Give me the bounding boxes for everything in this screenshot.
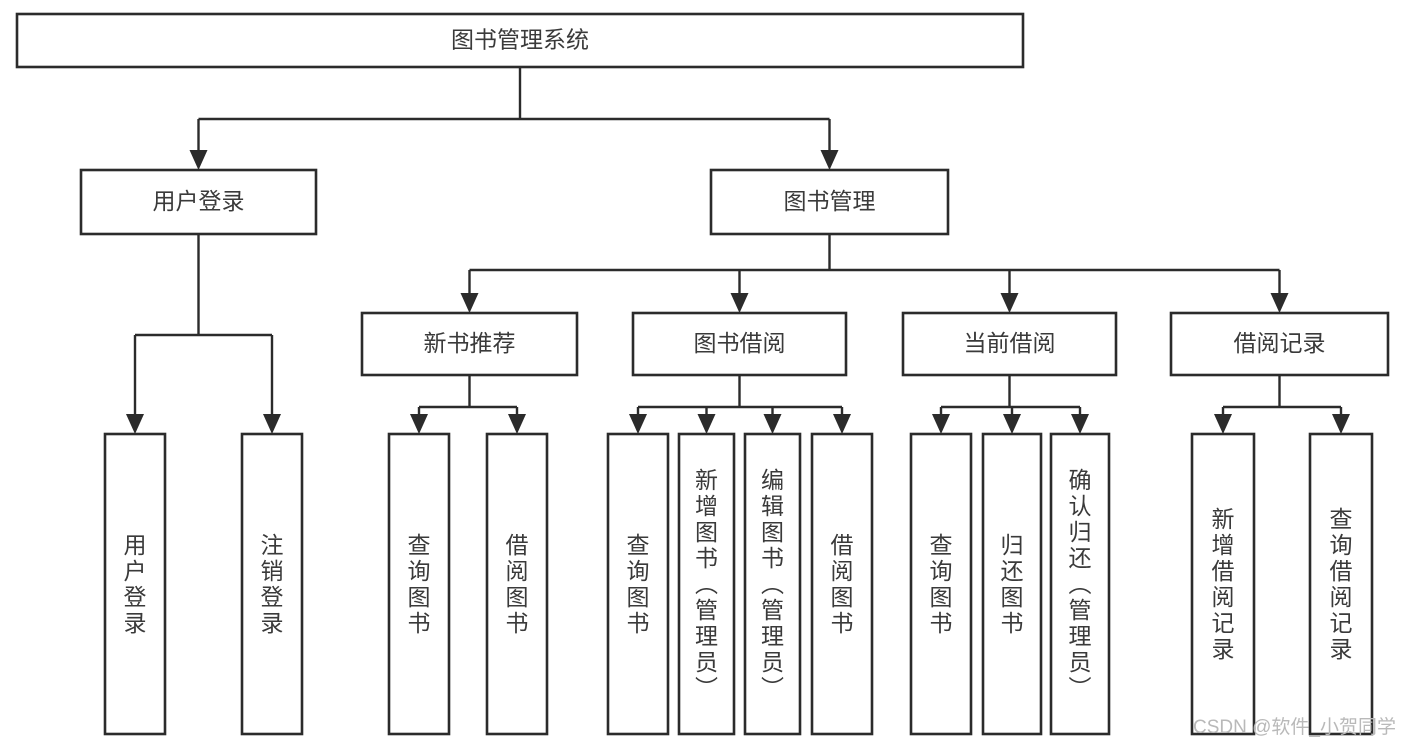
node-box [387, 432, 451, 736]
leaf-node-label: 借阅图书 [831, 532, 854, 636]
leaf-node-label: 借阅图书 [506, 532, 529, 636]
node-box [810, 432, 874, 736]
node-user-login[interactable]: 用户登录 [79, 168, 318, 236]
csdn-watermark: CSDN @软件_小贺同学 [1193, 716, 1396, 738]
node-box [15, 12, 1025, 69]
node-book-manage[interactable]: 图书管理 [709, 168, 950, 236]
nodes-layer: 图书管理系统用户登录图书管理新书推荐图书借阅当前借阅借阅记录用户登录注销登录查询… [15, 12, 1390, 736]
node-new-book-rec[interactable]: 新书推荐 [360, 311, 579, 377]
level3-node-label: 借阅记录 [1234, 330, 1326, 356]
node-box [103, 432, 167, 736]
node-leaf-query-book-2[interactable]: 查询图书 [606, 432, 670, 736]
arrowhead-icon [1071, 414, 1089, 434]
arrowhead-icon [833, 414, 851, 434]
leaf-node-label: 编辑图书︵管理员︶ [761, 467, 784, 701]
node-box [79, 168, 318, 236]
node-leaf-return-book[interactable]: 归还图书 [981, 432, 1043, 736]
leaf-node-label: 确认归还︵管理员︶ [1069, 467, 1092, 701]
leaf-node-label: 归还图书 [1001, 532, 1024, 636]
node-leaf-add-book[interactable]: 新增图书︵管理员︶ [677, 432, 736, 736]
node-leaf-borrow-book-2[interactable]: 借阅图书 [810, 432, 874, 736]
level3-node-label: 图书借阅 [694, 330, 786, 356]
connectors-layer [126, 67, 1350, 434]
node-leaf-edit-book[interactable]: 编辑图书︵管理员︶ [743, 432, 802, 736]
arrowhead-icon [730, 293, 749, 313]
leaf-node-label: 查询图书 [408, 532, 431, 636]
leaf-node-label: 查询图书 [930, 532, 953, 636]
node-box [1169, 311, 1390, 377]
node-root[interactable]: 图书管理系统 [15, 12, 1025, 69]
arrowhead-icon [629, 414, 647, 434]
leaf-node-label: 查询图书 [627, 532, 650, 636]
arrowhead-icon [189, 150, 208, 170]
arrowhead-icon [508, 414, 526, 434]
leaf-node-label: 新增借阅记录 [1212, 506, 1235, 662]
arrowhead-icon [1003, 414, 1021, 434]
node-box [1049, 432, 1111, 736]
node-leaf-borrow-book-1[interactable]: 借阅图书 [485, 432, 549, 736]
arrowhead-icon [263, 414, 281, 434]
leaf-node-label: 用户登录 [124, 532, 147, 636]
node-box [981, 432, 1043, 736]
node-box [1308, 432, 1374, 736]
node-box [709, 168, 950, 236]
arrowhead-icon [1000, 293, 1019, 313]
node-leaf-user-login[interactable]: 用户登录 [103, 432, 167, 736]
leaf-node-label: 新增图书︵管理员︶ [695, 467, 718, 701]
node-current-borrow[interactable]: 当前借阅 [901, 311, 1118, 377]
level2-node-label: 图书管理 [784, 188, 876, 214]
node-box [240, 432, 304, 736]
node-leaf-add-record[interactable]: 新增借阅记录 [1190, 432, 1256, 736]
node-box [743, 432, 802, 736]
node-box [606, 432, 670, 736]
node-book-borrow[interactable]: 图书借阅 [631, 311, 848, 377]
root-node-label: 图书管理系统 [451, 27, 589, 53]
arrowhead-icon [410, 414, 428, 434]
arrowhead-icon [1214, 414, 1232, 434]
arrowhead-icon [932, 414, 950, 434]
node-box [909, 432, 973, 736]
arrowhead-icon [1332, 414, 1350, 434]
node-box [1190, 432, 1256, 736]
node-borrow-record[interactable]: 借阅记录 [1169, 311, 1390, 377]
arrowhead-icon [1270, 293, 1289, 313]
node-box [901, 311, 1118, 377]
node-leaf-confirm-return[interactable]: 确认归还︵管理员︶ [1049, 432, 1111, 736]
level2-node-label: 用户登录 [153, 188, 245, 214]
level3-node-label: 新书推荐 [424, 330, 516, 356]
node-leaf-user-logout[interactable]: 注销登录 [240, 432, 304, 736]
node-box [485, 432, 549, 736]
arrowhead-icon [763, 414, 782, 434]
node-leaf-query-record[interactable]: 查询借阅记录 [1308, 432, 1374, 736]
arrowhead-icon [820, 150, 839, 170]
leaf-node-label: 注销登录 [261, 532, 284, 636]
arrowhead-icon [126, 414, 144, 434]
node-box [360, 311, 579, 377]
arrowhead-icon [460, 293, 479, 313]
arrowhead-icon [697, 414, 716, 434]
node-leaf-query-book-3[interactable]: 查询图书 [909, 432, 973, 736]
node-box [631, 311, 848, 377]
level3-node-label: 当前借阅 [964, 330, 1056, 356]
node-leaf-query-book-1[interactable]: 查询图书 [387, 432, 451, 736]
node-box [677, 432, 736, 736]
leaf-node-label: 查询借阅记录 [1330, 506, 1353, 662]
